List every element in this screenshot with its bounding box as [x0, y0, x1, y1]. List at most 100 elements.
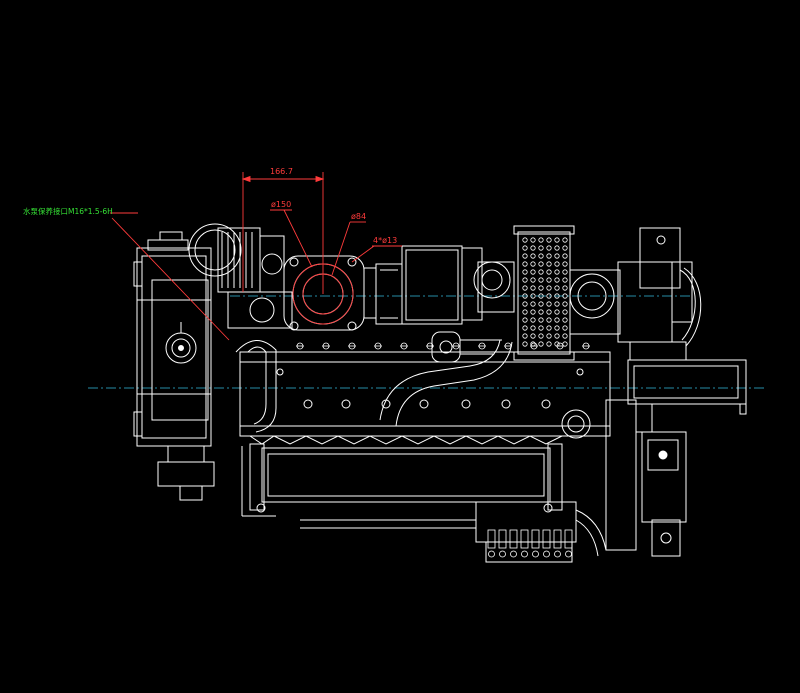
grid-bolt: [562, 301, 568, 307]
dim-holes-label: 4*ø13: [373, 236, 397, 245]
injector-element: [564, 529, 573, 549]
injector-element: [509, 529, 518, 549]
grid-bolt: [554, 253, 560, 259]
grid-bolt: [554, 285, 560, 291]
dim-width-label: 166.7: [270, 167, 293, 176]
grid-bolt: [530, 253, 536, 259]
grid-bolt: [522, 261, 528, 267]
injector-element: [542, 529, 551, 549]
injector-fitting: [488, 550, 495, 558]
injector-element: [531, 529, 540, 549]
injector-fitting: [532, 550, 539, 558]
grid-bolt: [522, 301, 528, 307]
grid-bolt: [530, 333, 536, 339]
grid-bolt: [522, 309, 528, 315]
grid-bolt: [522, 245, 528, 251]
grid-bolt: [554, 237, 560, 243]
grid-bolt: [522, 325, 528, 331]
grid-bolt: [562, 245, 568, 251]
grid-bolt: [562, 309, 568, 315]
injector-element: [487, 529, 496, 549]
grid-bolt: [522, 237, 528, 243]
rail-bolt-row: [296, 342, 590, 350]
grid-bolt: [522, 317, 528, 323]
grid-bolt: [530, 309, 536, 315]
dia-84-circle: [302, 273, 344, 315]
water-port-callout: 水泵保养接口M16*1.5-6H: [23, 206, 113, 216]
grid-bolt: [538, 309, 544, 315]
grid-bolt: [538, 261, 544, 267]
grid-bolt: [522, 293, 528, 299]
grid-bolt: [546, 285, 552, 291]
flywheel-housing: [569, 227, 747, 557]
grid-bolt: [538, 277, 544, 283]
air-filter-box: [401, 245, 515, 325]
intake-pipes: [235, 331, 513, 433]
leader-84: [331, 221, 351, 276]
grid-bolt: [562, 325, 568, 331]
grid-bolt: [546, 325, 552, 331]
grid-bolt: [562, 237, 568, 243]
grid-bolt: [562, 333, 568, 339]
charge-air-cooler: [241, 443, 563, 517]
injector-fitting: [521, 550, 528, 558]
leader-150: [283, 209, 313, 268]
grid-bolt: [530, 301, 536, 307]
grid-bolt: [562, 341, 568, 347]
grid-bolt: [546, 237, 552, 243]
grid-bolt: [546, 269, 552, 275]
alternator: [188, 223, 293, 329]
grid-bolt: [538, 269, 544, 275]
grid-bolt: [530, 277, 536, 283]
injector-fitting: [554, 550, 561, 558]
grid-bolt: [554, 293, 560, 299]
grid-bolt: [562, 253, 568, 259]
grid-bolt: [546, 277, 552, 283]
injector-lines: [487, 529, 573, 558]
grid-bolt: [546, 309, 552, 315]
grid-bolt: [530, 261, 536, 267]
grid-bolt: [554, 269, 560, 275]
grid-bolt: [530, 285, 536, 291]
grid-bolt: [554, 261, 560, 267]
grid-bolt-pattern: [522, 237, 568, 347]
grid-bolt: [546, 261, 552, 267]
grid-bolt: [522, 285, 528, 291]
grid-bolt: [546, 293, 552, 299]
grid-bolt: [538, 301, 544, 307]
grid-bolt: [522, 333, 528, 339]
grid-bolt: [538, 341, 544, 347]
grid-bolt: [554, 277, 560, 283]
grid-bolt: [538, 285, 544, 291]
grid-bolt: [538, 333, 544, 339]
grid-bolt: [562, 261, 568, 267]
grid-bolt: [554, 317, 560, 323]
dimension-lines: [110, 172, 402, 341]
grid-bolt: [562, 269, 568, 275]
grid-bolt: [522, 269, 528, 275]
grid-bolt: [554, 325, 560, 331]
grid-bolt: [538, 237, 544, 243]
grid-bolt: [522, 341, 528, 347]
leader-holes: [351, 245, 375, 263]
grid-bolt: [546, 245, 552, 251]
grid-bolt: [562, 285, 568, 291]
dim-dia84-label: ø84: [351, 212, 366, 221]
grid-bolt: [530, 237, 536, 243]
grid-bolt: [538, 293, 544, 299]
heat-exchanger: [133, 231, 215, 501]
grid-bolt: [538, 253, 544, 259]
grid-bolt: [538, 325, 544, 331]
grid-bolt: [546, 253, 552, 259]
grid-bolt: [538, 245, 544, 251]
dia-150-circle: [292, 263, 354, 325]
callout-leader: [111, 217, 230, 341]
injector-element: [498, 529, 507, 549]
grid-bolt: [554, 301, 560, 307]
grid-bolt: [554, 333, 560, 339]
grid-bolt: [522, 253, 528, 259]
injector-fitting: [499, 550, 506, 558]
injector-element: [520, 529, 529, 549]
grid-bolt: [554, 309, 560, 315]
